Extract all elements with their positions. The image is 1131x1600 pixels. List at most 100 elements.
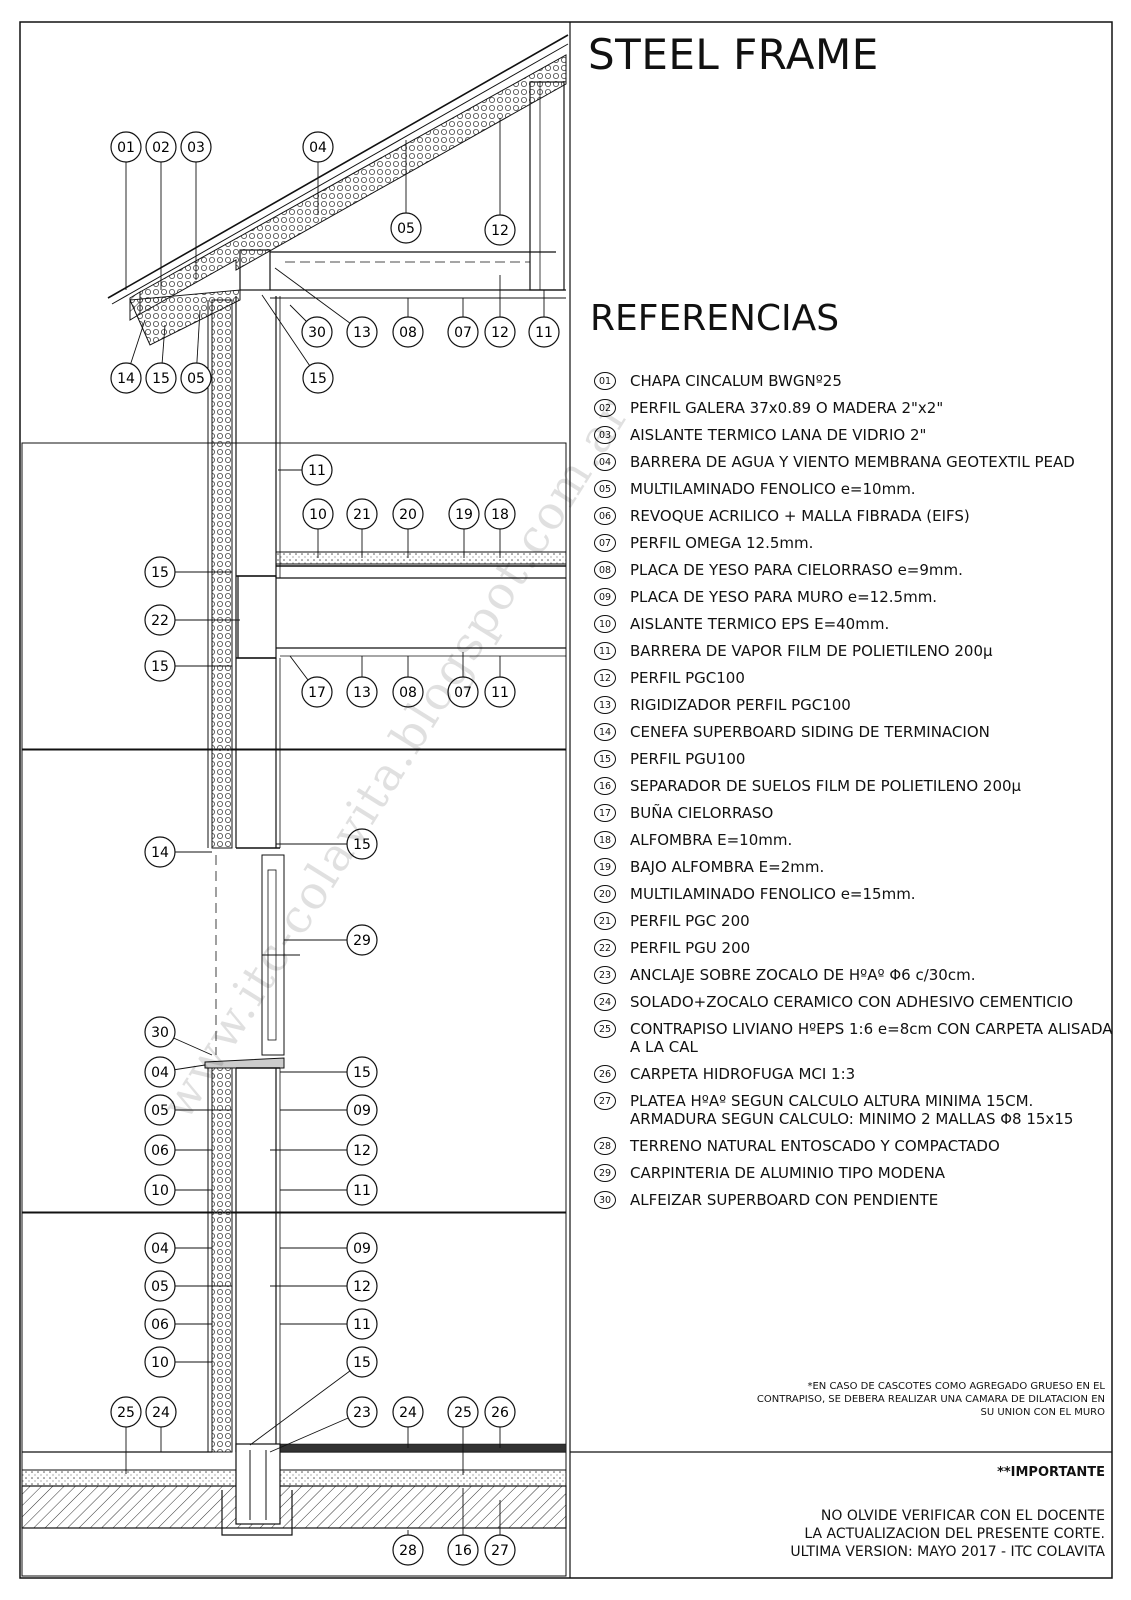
reference-number: 09 bbox=[594, 588, 616, 606]
callout-08: 08 bbox=[392, 656, 424, 708]
callout-label: 01 bbox=[117, 140, 135, 156]
callout-label: 22 bbox=[151, 613, 169, 629]
important-body: NO OLVIDE VERIFICAR CON EL DOCENTE LA AC… bbox=[745, 1507, 1105, 1561]
callout-label: 29 bbox=[353, 933, 371, 949]
reference-text: ANCLAJE SOBRE ZOCALO DE HºAº Φ6 c/30cm. bbox=[630, 966, 976, 984]
callout-29: 29 bbox=[284, 924, 378, 956]
callout-23: 23 bbox=[269, 1396, 378, 1453]
reference-text: BUÑA CIELORRASO bbox=[630, 804, 774, 822]
callout-01: 01 bbox=[110, 131, 142, 290]
callout-label: 14 bbox=[151, 845, 169, 861]
reference-number: 07 bbox=[594, 534, 616, 552]
callout-label: 06 bbox=[151, 1143, 169, 1159]
callout-label: 12 bbox=[491, 325, 509, 341]
callout-25: 25 bbox=[110, 1396, 142, 1474]
callout-12: 12 bbox=[270, 1134, 378, 1166]
callout-11: 11 bbox=[280, 1308, 378, 1340]
reference-text: ALFOMBRA E=10mm. bbox=[630, 831, 793, 849]
reference-number: 22 bbox=[594, 939, 616, 957]
callout-label: 15 bbox=[152, 371, 170, 387]
reference-text: BAJO ALFOMBRA E=2mm. bbox=[630, 858, 825, 876]
callout-label: 11 bbox=[308, 463, 326, 479]
callout-label: 09 bbox=[353, 1103, 371, 1119]
callout-11: 11 bbox=[484, 656, 516, 708]
reference-number: 26 bbox=[594, 1065, 616, 1083]
reference-number: 20 bbox=[594, 885, 616, 903]
callout-05: 05 bbox=[144, 1270, 232, 1302]
callout-label: 09 bbox=[353, 1241, 371, 1257]
reference-text: RIGIDIZADOR PERFIL PGC100 bbox=[630, 696, 851, 714]
reference-number: 08 bbox=[594, 561, 616, 579]
callout-24: 24 bbox=[145, 1396, 177, 1452]
callout-14: 14 bbox=[144, 836, 212, 868]
callout-27: 27 bbox=[484, 1500, 516, 1566]
callout-label: 08 bbox=[399, 325, 417, 341]
reference-number: 27 bbox=[594, 1092, 616, 1110]
callout-label: 28 bbox=[399, 1543, 417, 1559]
reference-item: 22 PERFIL PGU 200 bbox=[594, 939, 1114, 957]
callout-label: 04 bbox=[309, 140, 327, 156]
callout-label: 20 bbox=[399, 507, 417, 523]
reference-number: 23 bbox=[594, 966, 616, 984]
callout-label: 24 bbox=[399, 1405, 417, 1421]
window-detail bbox=[204, 847, 300, 1069]
callout-26: 26 bbox=[484, 1396, 516, 1448]
callout-03: 03 bbox=[180, 131, 212, 280]
callout-label: 17 bbox=[308, 685, 326, 701]
callout-13: 13 bbox=[274, 267, 378, 348]
reference-number: 19 bbox=[594, 858, 616, 876]
callout-label: 11 bbox=[491, 685, 509, 701]
reference-text: PERFIL PGC100 bbox=[630, 669, 745, 687]
callout-label: 12 bbox=[491, 223, 509, 239]
detail-panels bbox=[21, 442, 567, 1577]
callout-label: 27 bbox=[491, 1543, 509, 1559]
callout-09: 09 bbox=[280, 1094, 378, 1126]
callout-label: 04 bbox=[151, 1241, 169, 1257]
callout-label: 11 bbox=[353, 1317, 371, 1333]
callout-18: 18 bbox=[484, 498, 516, 558]
reference-text: TERRENO NATURAL ENTOSCADO Y COMPACTADO bbox=[630, 1137, 1000, 1155]
reference-text: AISLANTE TERMICO EPS E=40mm. bbox=[630, 615, 890, 633]
reference-item: 19 BAJO ALFOMBRA E=2mm. bbox=[594, 858, 1114, 876]
callout-label: 13 bbox=[353, 685, 371, 701]
callout-28: 28 bbox=[392, 1530, 424, 1566]
callout-15: 15 bbox=[276, 828, 378, 860]
reference-text: PLACA DE YESO PARA CIELORRASO e=9mm. bbox=[630, 561, 963, 579]
reference-text: BARRERA DE VAPOR FILM DE POLIETILENO 200… bbox=[630, 642, 993, 660]
reference-text: PERFIL PGU 200 bbox=[630, 939, 751, 957]
foundation-detail bbox=[21, 1443, 567, 1536]
callout-30: 30 bbox=[289, 304, 333, 348]
reference-text: PLACA DE YESO PARA MURO e=12.5mm. bbox=[630, 588, 938, 606]
callout-label: 15 bbox=[151, 565, 169, 581]
callout-19: 19 bbox=[448, 498, 480, 558]
callout-11: 11 bbox=[280, 1174, 378, 1206]
reference-number: 12 bbox=[594, 669, 616, 687]
callout-25: 25 bbox=[447, 1396, 479, 1475]
callout-label: 05 bbox=[187, 371, 205, 387]
reference-text: SOLADO+ZOCALO CERAMICO CON ADHESIVO CEME… bbox=[630, 993, 1074, 1011]
callout-label: 25 bbox=[117, 1405, 135, 1421]
roof-detail bbox=[107, 34, 569, 346]
callout-label: 15 bbox=[151, 659, 169, 675]
callout-15: 15 bbox=[249, 1346, 378, 1446]
callout-label: 26 bbox=[491, 1405, 509, 1421]
callout-label: 30 bbox=[151, 1025, 169, 1041]
sheet-title: STEEL FRAME bbox=[588, 30, 879, 79]
callout-label: 05 bbox=[397, 221, 415, 237]
callout-label: 11 bbox=[535, 325, 553, 341]
callout-07: 07 bbox=[447, 652, 479, 708]
reference-text: MULTILAMINADO FENOLICO e=15mm. bbox=[630, 885, 916, 903]
reference-text: BARRERA DE AGUA Y VIENTO MEMBRANA GEOTEX… bbox=[630, 453, 1075, 471]
callout-label: 07 bbox=[454, 325, 472, 341]
